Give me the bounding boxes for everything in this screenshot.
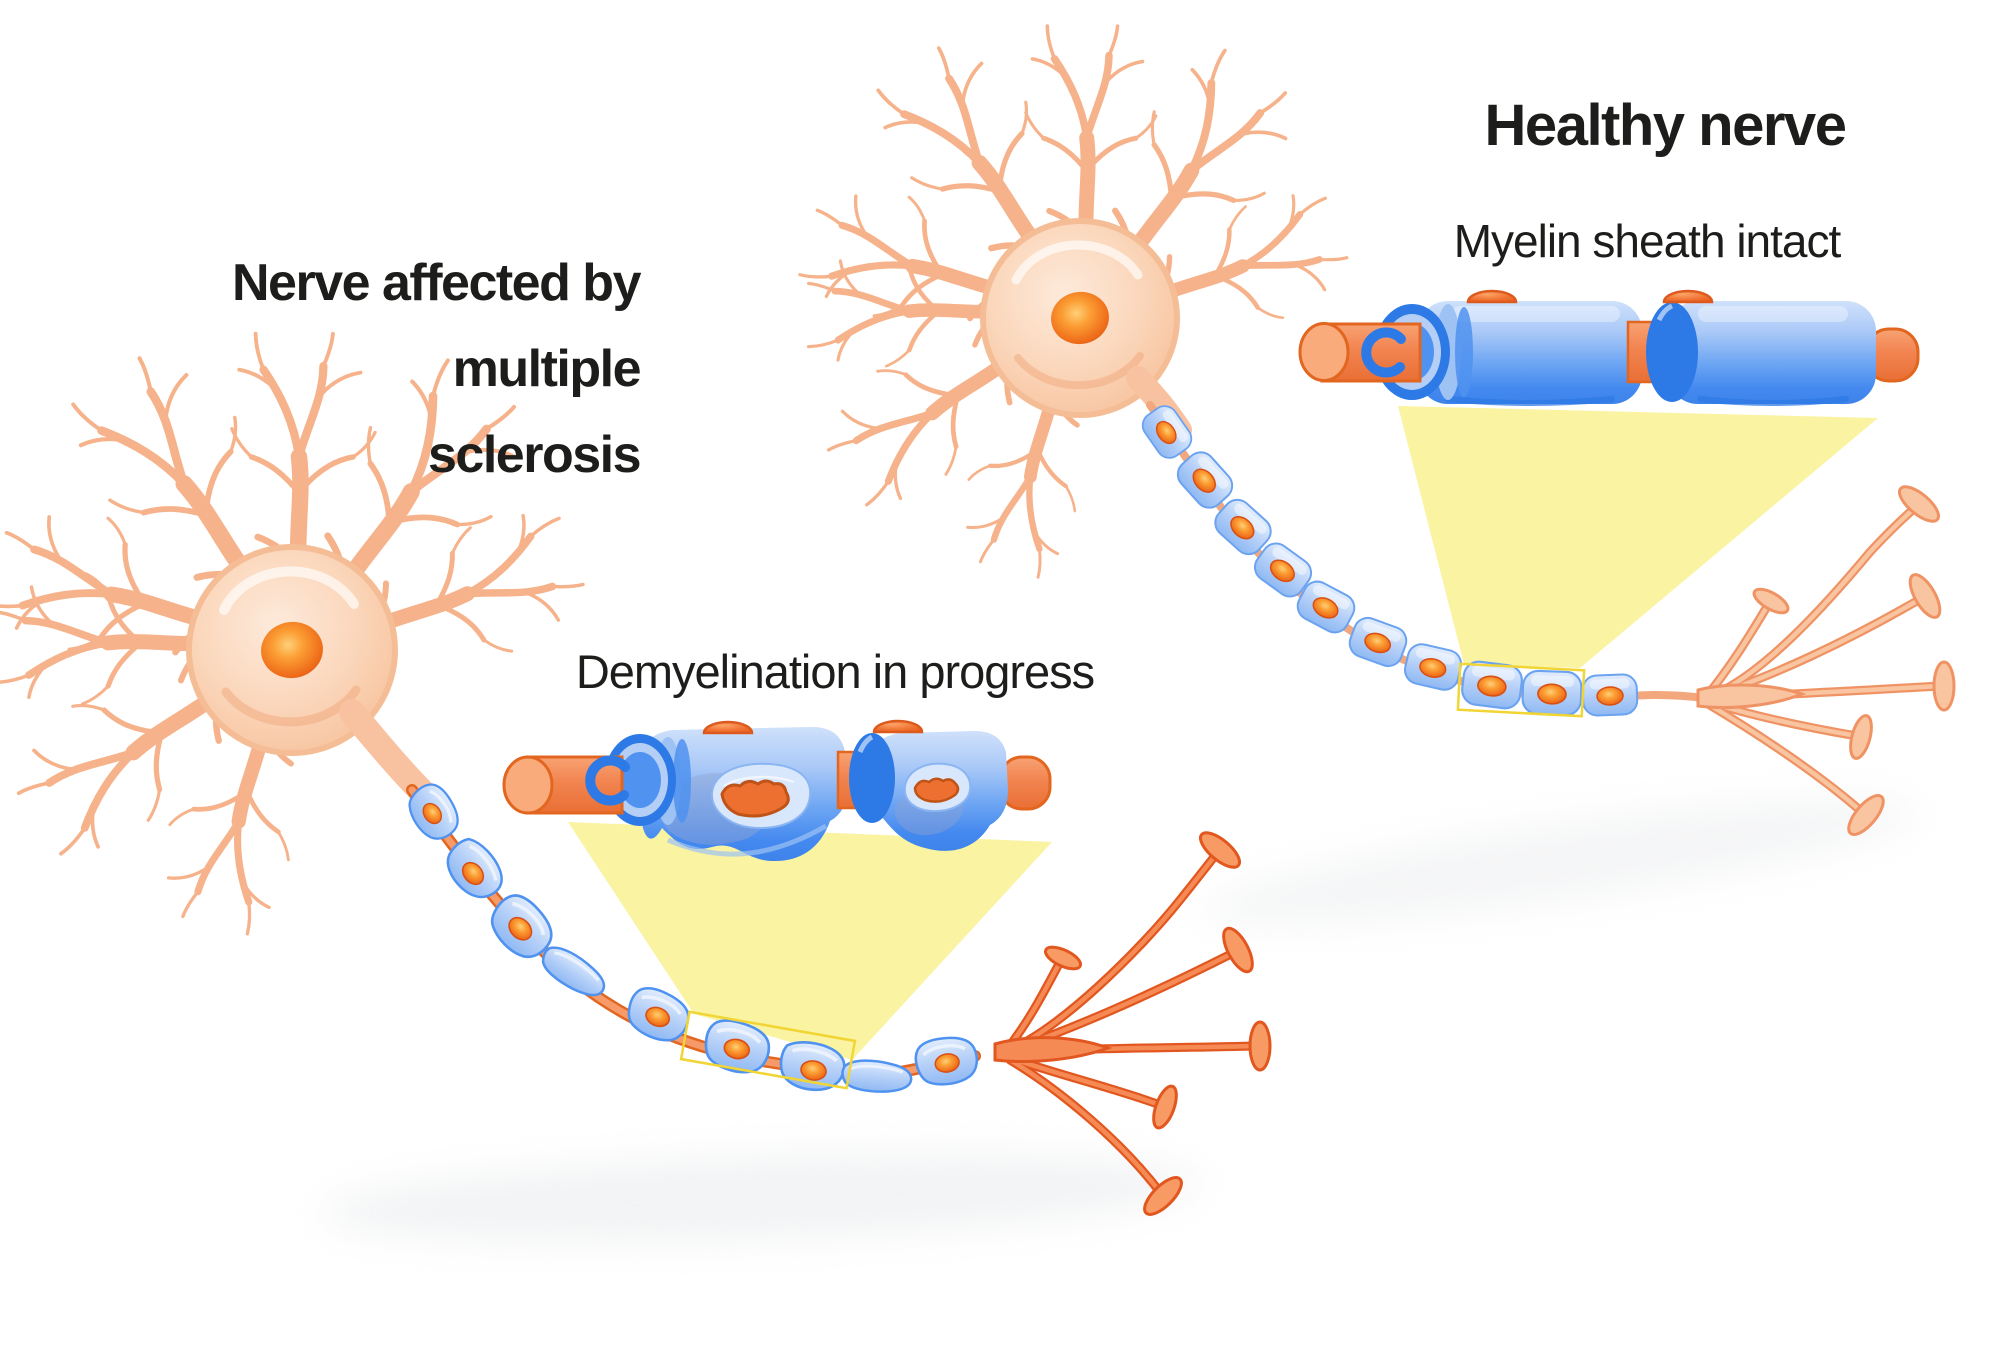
healthy-nerve-section xyxy=(790,19,1956,836)
ms-synaptic-terminal xyxy=(1143,1176,1183,1216)
healthy-synaptic-terminal xyxy=(1849,714,1873,760)
ms-myelin-segment xyxy=(911,1031,983,1091)
ms-lesion-left xyxy=(710,762,812,830)
ms-magnifier-beam xyxy=(568,822,1052,1060)
healthy-axon-terminals xyxy=(1696,485,1956,836)
ms-nerve-section xyxy=(0,326,1272,1216)
healthy-synaptic-terminal xyxy=(1932,660,1956,712)
ms-highlight-box xyxy=(679,1010,857,1090)
healthy-schwann-nucleus-bump-left xyxy=(1466,289,1518,304)
ms-synaptic-terminal xyxy=(1152,1084,1178,1130)
ms-title-line3: sclerosis xyxy=(428,426,642,484)
healthy-detail-view xyxy=(1298,289,1920,406)
healthy-myelin-sheath-right xyxy=(1646,301,1876,406)
healthy-magnifier-beam xyxy=(1398,406,1878,668)
healthy-nucleus xyxy=(1051,291,1109,345)
healthy-myelin-segment xyxy=(1521,669,1583,717)
healthy-detail-label: Myelin sheath intact xyxy=(1453,215,1842,267)
ground-shadows xyxy=(320,799,1917,1243)
ms-synaptic-terminal xyxy=(1248,1020,1272,1072)
healthy-schwann-nucleus-bump-right xyxy=(1662,289,1714,304)
ms-detail-label: Demyelination in progress xyxy=(575,645,1095,698)
healthy-soma xyxy=(980,218,1180,418)
healthy-myelin-segment xyxy=(1581,673,1639,717)
ms-myelin-sheath-right xyxy=(849,731,1008,851)
ms-myelin-sheath-left xyxy=(604,726,847,862)
healthy-synaptic-terminal xyxy=(1898,485,1940,523)
ms-lesion-right xyxy=(903,762,972,813)
healthy-title: Healthy nerve xyxy=(1484,93,1847,158)
healthy-synaptic-terminal xyxy=(1752,587,1790,615)
ms-schwann-nucleus-bump-right xyxy=(872,719,924,734)
healthy-synaptic-terminal xyxy=(1847,794,1885,836)
healthy-myelin-segment xyxy=(1401,640,1465,694)
ms-detail-view xyxy=(502,719,1052,862)
ms-title-line2: multiple xyxy=(452,340,642,398)
ms-myelin-segment xyxy=(534,939,613,1006)
healthy-synaptic-terminal xyxy=(1908,573,1942,619)
ms-axon-terminals xyxy=(993,831,1272,1216)
ms-title: Nerve affected by multiple sclerosis xyxy=(90,240,642,498)
ms-synaptic-terminal xyxy=(1222,926,1254,974)
healthy-detail-axon-rod xyxy=(1298,322,1422,383)
ms-synaptic-terminal xyxy=(1199,831,1241,869)
ms-synaptic-terminal xyxy=(1043,945,1083,971)
ms-schwann-nucleus-bump-left xyxy=(702,720,754,735)
ms-detail-axon-rod xyxy=(502,755,630,815)
healthy-highlight-box xyxy=(1456,662,1586,718)
ms-title-line1: Nerve affected by xyxy=(231,254,642,312)
ms-nucleus xyxy=(261,621,323,679)
